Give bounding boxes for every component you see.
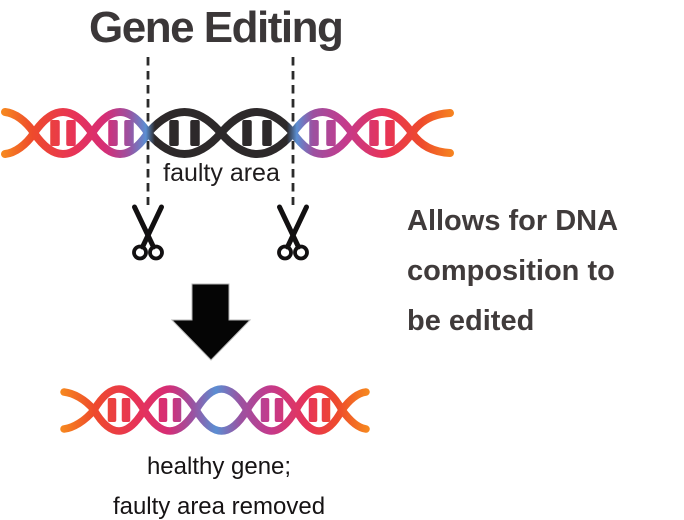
dna-rungs: [50, 120, 395, 146]
result-caption-line: faulty area removed: [112, 493, 326, 520]
dna-rungs: [107, 398, 331, 422]
down-arrow-icon: [170, 283, 252, 361]
dna-strand: [1, 108, 454, 158]
scissors-icon: [132, 204, 164, 261]
dna-strand: [60, 385, 370, 435]
side-note-line: composition to: [407, 255, 615, 287]
faulty-area-label: faulty area: [163, 159, 280, 187]
result-caption: healthy gene; faulty area removed: [99, 447, 339, 520]
side-note-line: be edited: [407, 305, 535, 337]
scissors-icon: [277, 204, 309, 261]
side-note: Allows for DNA composition to be edited: [407, 196, 677, 346]
side-note-line: Allows for DNA: [407, 205, 619, 237]
page-title: Gene Editing: [89, 3, 344, 52]
dna-strand: [60, 385, 370, 435]
dna-helix-bottom: [60, 385, 370, 435]
result-caption-line: healthy gene;: [146, 453, 292, 480]
dna-helix-top: [1, 108, 454, 158]
